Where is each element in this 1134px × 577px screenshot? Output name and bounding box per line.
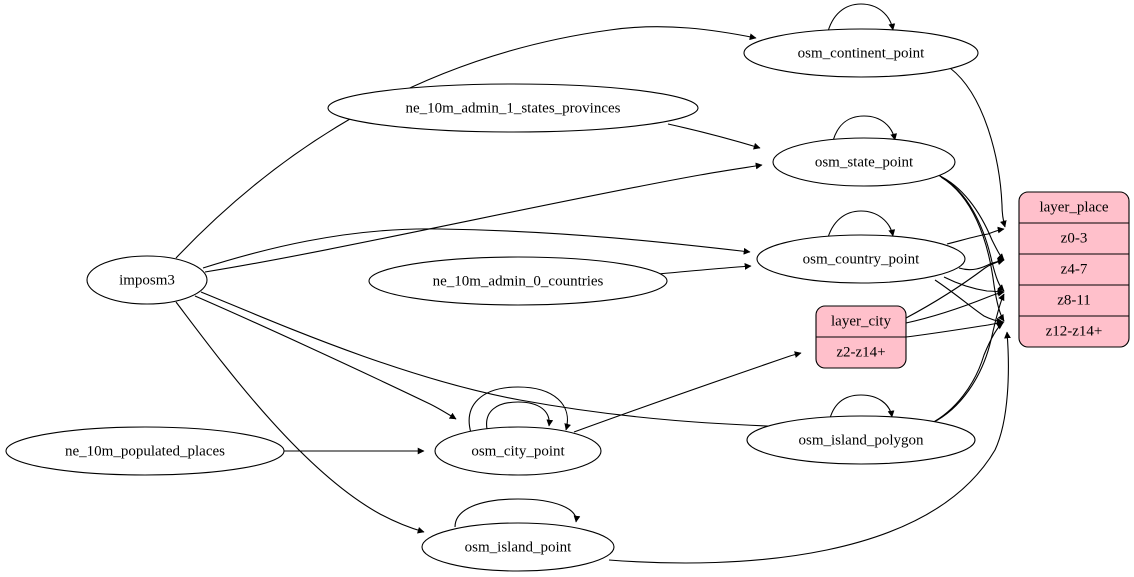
edge-osm-island-polygon-layer-place-z12-z14 <box>929 322 1004 425</box>
edge-ne-admin1-osm-state-point <box>667 123 761 150</box>
edge-osm-country-point-layer-place-z0-3 <box>946 226 1005 245</box>
node-layer-place[interactable]: layer_place z0-3 z4-7 z8-11 z12-z14+ <box>1018 191 1130 348</box>
edge-osm-country-point-layer-place-z12-z14 <box>934 279 1004 325</box>
node-layer-city[interactable]: layer_city z2-z14+ <box>815 305 907 369</box>
selfloop-osm-island-point <box>454 498 581 528</box>
selfloop-osm-country-point <box>826 210 896 242</box>
layer-place-row-z12-z14[interactable]: z12-z14+ <box>1046 323 1103 339</box>
node-label-ne-admin0: ne_10m_admin_0_countries <box>433 273 604 289</box>
edge-imposm3-osm-state-point <box>204 162 763 273</box>
edge-layer-city-layer-place-z8-11 <box>905 289 1005 324</box>
node-ne-10m-admin-0-countries[interactable]: ne_10m_admin_0_countries <box>368 256 668 306</box>
node-osm-city-point[interactable]: osm_city_point <box>434 426 602 476</box>
node-imposm3[interactable]: imposm3 <box>86 255 208 305</box>
selfloop-osm-continent-point <box>826 3 896 36</box>
edge-layer-city-layer-place-z4-7 <box>905 258 1005 319</box>
edge-imposm3-osm-city-point <box>194 295 457 420</box>
layer-place-header: layer_place <box>1039 199 1108 215</box>
edge-osm-city-point-layer-city <box>573 351 802 433</box>
edge-osm-state-point-layer-place-z12-z14 <box>940 176 1005 322</box>
edge-imposm3-osm-island-point <box>175 301 425 534</box>
layer-place-box <box>1018 191 1130 348</box>
edge-imposm3-osm-continent-point <box>175 26 757 259</box>
node-osm-continent-point[interactable]: osm_continent_point <box>743 28 979 78</box>
edge-layer-city-layer-place-z12-z14 <box>905 319 1005 338</box>
layer-city-header: layer_city <box>831 313 891 329</box>
edge-osm-island-point-layer-place-z12-z14 <box>608 331 1011 564</box>
node-label-osm-country-point: osm_country_point <box>803 251 920 267</box>
layer-place-row-z8-11[interactable]: z8-11 <box>1057 292 1091 308</box>
edge-osm-continent-point-layer-place-z0-3 <box>949 67 1007 228</box>
selfloop-osm-city-point-inner <box>486 401 554 430</box>
edge-osm-island-polygon-layer-place-z8-11 <box>931 293 1005 424</box>
edge-ne-admin0-osm-country-point <box>657 263 752 275</box>
edges-layer <box>175 3 1011 564</box>
node-ne-10m-admin-1-states-provinces[interactable]: ne_10m_admin_1_states_provinces <box>327 83 699 133</box>
selfloop-osm-island-polygon <box>828 394 895 423</box>
node-ne-10m-populated-places[interactable]: ne_10m_populated_places <box>5 426 285 476</box>
selfloop-osm-city-point-outer <box>468 386 571 434</box>
node-osm-island-point[interactable]: osm_island_point <box>421 522 615 572</box>
edge-imposm3-osm-country-point <box>202 228 751 269</box>
selfloop-osm-state-point <box>831 115 898 146</box>
node-osm-island-polygon[interactable]: osm_island_polygon <box>746 415 976 465</box>
node-label-osm-island-polygon: osm_island_polygon <box>798 432 924 448</box>
edge-osm-state-point-layer-place-z8-11 <box>939 175 1005 292</box>
edge-osm-country-point-layer-place-z4-7 <box>958 257 1005 271</box>
node-label-ne-admin1: ne_10m_admin_1_states_provinces <box>406 100 621 116</box>
node-label-osm-continent-point: osm_continent_point <box>798 45 925 61</box>
node-label-osm-state-point: osm_state_point <box>815 154 914 170</box>
layer-city-row-z2-z14[interactable]: z2-z14+ <box>836 344 885 360</box>
node-osm-country-point[interactable]: osm_country_point <box>756 234 966 284</box>
node-osm-state-point[interactable]: osm_state_point <box>772 137 956 187</box>
edge-osm-state-point-layer-place-z4-7 <box>937 174 1005 261</box>
node-label-osm-city-point: osm_city_point <box>471 443 565 459</box>
node-label-ne-populated: ne_10m_populated_places <box>65 443 225 459</box>
node-label-imposm3: imposm3 <box>119 272 175 288</box>
node-label-osm-island-point: osm_island_point <box>465 539 573 555</box>
layer-place-row-z0-3[interactable]: z0-3 <box>1061 230 1088 246</box>
edge-imposm3-osm-island-polygon <box>200 291 793 431</box>
layer-place-row-z4-7[interactable]: z4-7 <box>1061 261 1088 277</box>
nodes-layer: imposm3 ne_10m_admin_1_states_provinces … <box>5 28 1130 572</box>
